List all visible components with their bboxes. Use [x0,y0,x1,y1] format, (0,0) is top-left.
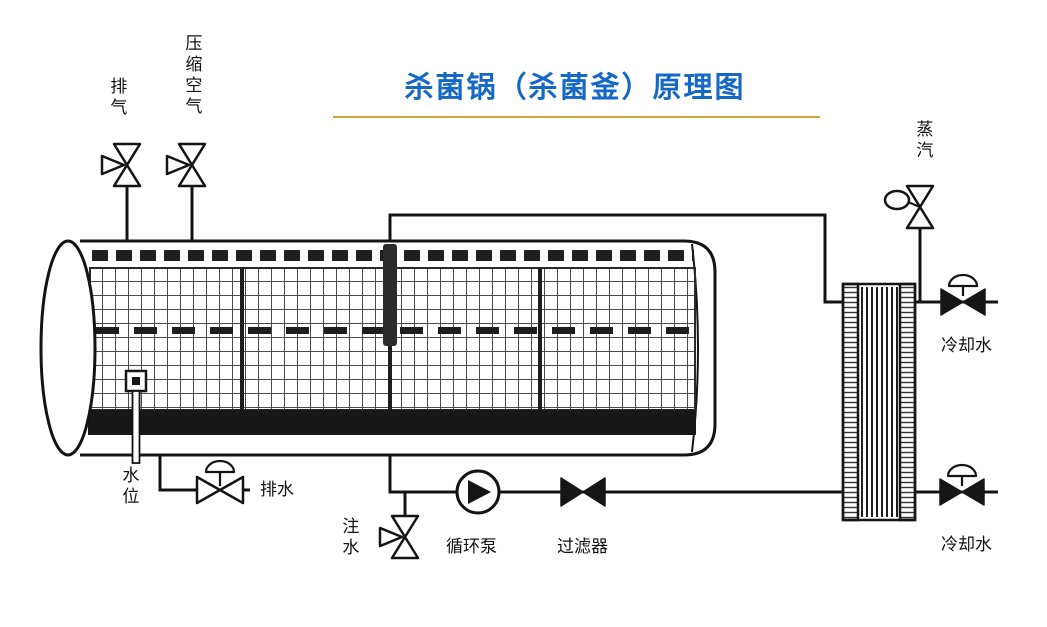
pipe-top-circulation [388,213,843,304]
cooling-water-valve-bottom [939,463,985,506]
label-circulation-pump: 循环泵 [446,537,497,557]
exchanger-left-plate [841,282,860,522]
sensor-stem [131,390,141,464]
temperature-probe [383,244,397,346]
pump-impeller [468,480,491,504]
steam-valve [883,184,935,230]
vessel-divider-3 [538,268,542,410]
exchanger-right-plate [898,282,917,522]
vessel-left-head [39,239,97,457]
compressed-air-valve [165,142,207,188]
cooling-valve-bottom-actuator [946,463,978,478]
exhaust-valve [100,142,142,188]
label-filter: 过滤器 [557,537,608,557]
heat-exchanger [841,282,917,522]
circulation-pump-symbol [455,469,501,515]
exhaust-valve-handle [100,154,126,176]
sensor-core [132,377,140,385]
title-underline [333,116,820,118]
retort-vessel [39,239,717,464]
vessel-divider-1 [240,268,244,410]
water-inlet-valve-handle [378,526,404,548]
water-level-sensor [124,369,148,464]
label-exhaust: 排气 [106,77,127,119]
water-inlet-valve [378,514,420,560]
page-title: 杀菌锅（杀菌釜）原理图 [404,70,746,104]
cooling-valve-top-actuator [947,273,979,288]
exchanger-tubes [861,287,898,517]
drain-valve-actuator [204,459,236,474]
cooling-water-valve-top [940,273,986,316]
compressed-air-valve-handle [165,154,191,176]
filter-symbol [560,477,606,507]
label-steam: 蒸汽 [912,120,933,162]
label-drain: 排水 [260,480,294,500]
label-cooling-water-bottom: 冷却水 [941,535,992,555]
label-cooling-water-top: 冷却水 [941,336,992,356]
label-compressed-air: 压缩空气 [181,34,202,118]
steam-valve-handwheel [883,189,911,211]
label-water-level: 水位 [118,466,139,508]
label-water-inlet: 注水 [338,517,359,559]
drain-valve [195,459,245,505]
valves [100,142,986,560]
vessel-bottom-band [88,410,696,435]
